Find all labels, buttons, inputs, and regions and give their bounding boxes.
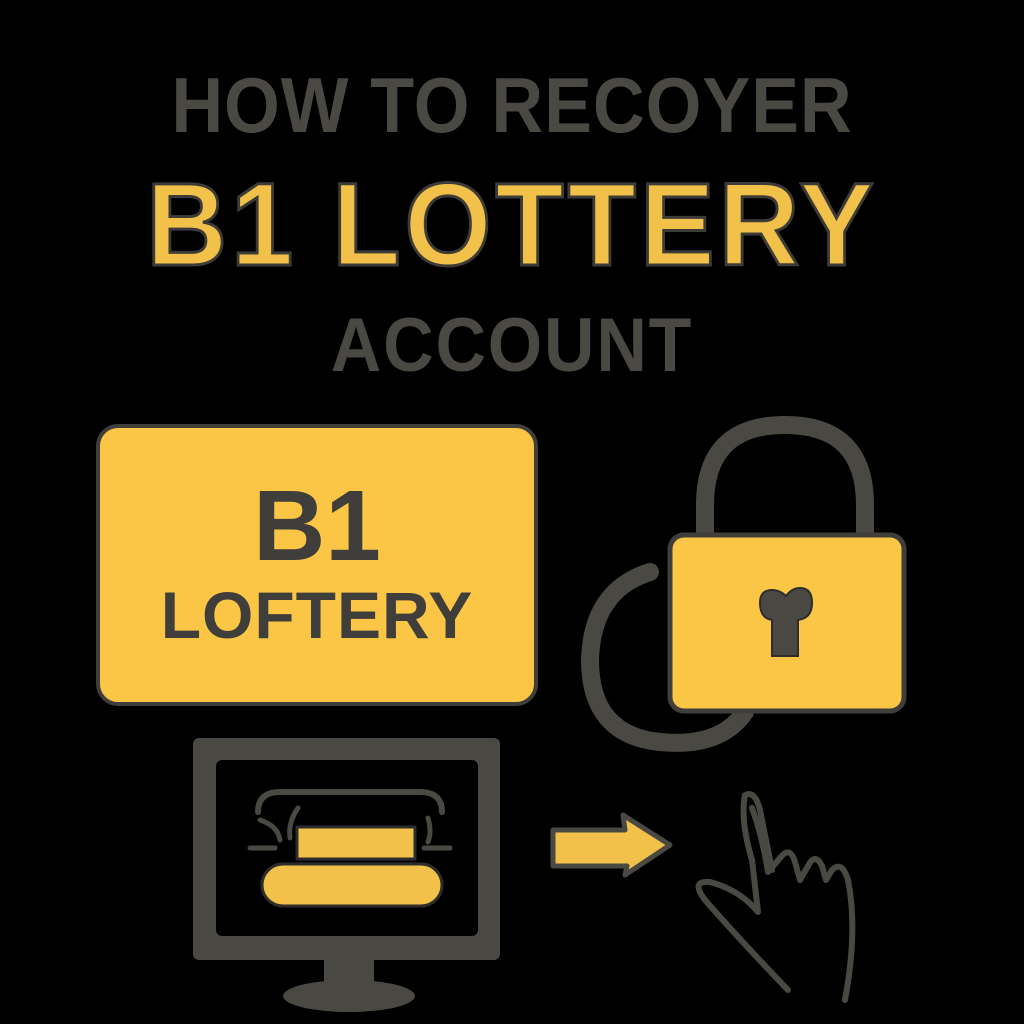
brand-card: B1 LOFTERY [96,424,538,706]
card-name-text: LOFTERY [160,578,474,652]
card-brand-text: B1 [253,470,381,582]
heading-line-3: ACCOUNT [330,303,694,388]
heading-brand: B1 LOTTERY [145,159,878,291]
monitor-icon [193,738,500,1012]
heading-line-1: HOW TO RECOYER [171,61,853,149]
arrow-right-icon [550,812,673,878]
padlock-icon [580,415,907,752]
pointing-hand-icon [695,791,856,1003]
